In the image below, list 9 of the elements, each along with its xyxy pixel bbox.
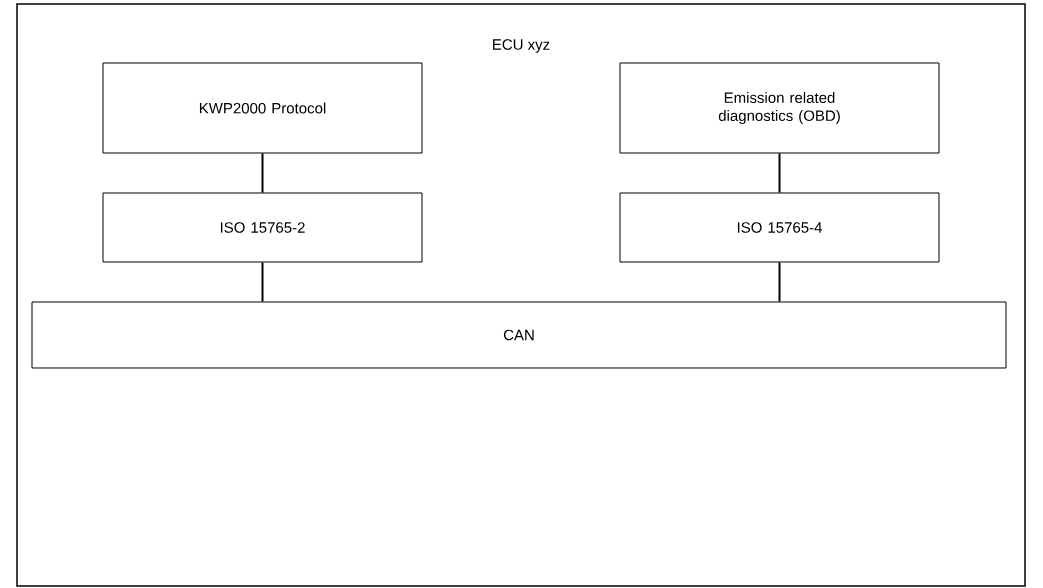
connector-line (261, 261, 264, 303)
layer-box: ISO 15765-4 (619, 192, 940, 263)
layer-box: KWP2000 Protocol (102, 62, 423, 154)
layer-box: Emission related diagnostics (OBD) (619, 62, 940, 154)
layer-box: CAN (31, 301, 1007, 369)
connector-line (261, 152, 264, 194)
connector-line (778, 261, 781, 303)
connector-line (778, 152, 781, 194)
layer-box: ISO 15765-2 (102, 192, 423, 263)
